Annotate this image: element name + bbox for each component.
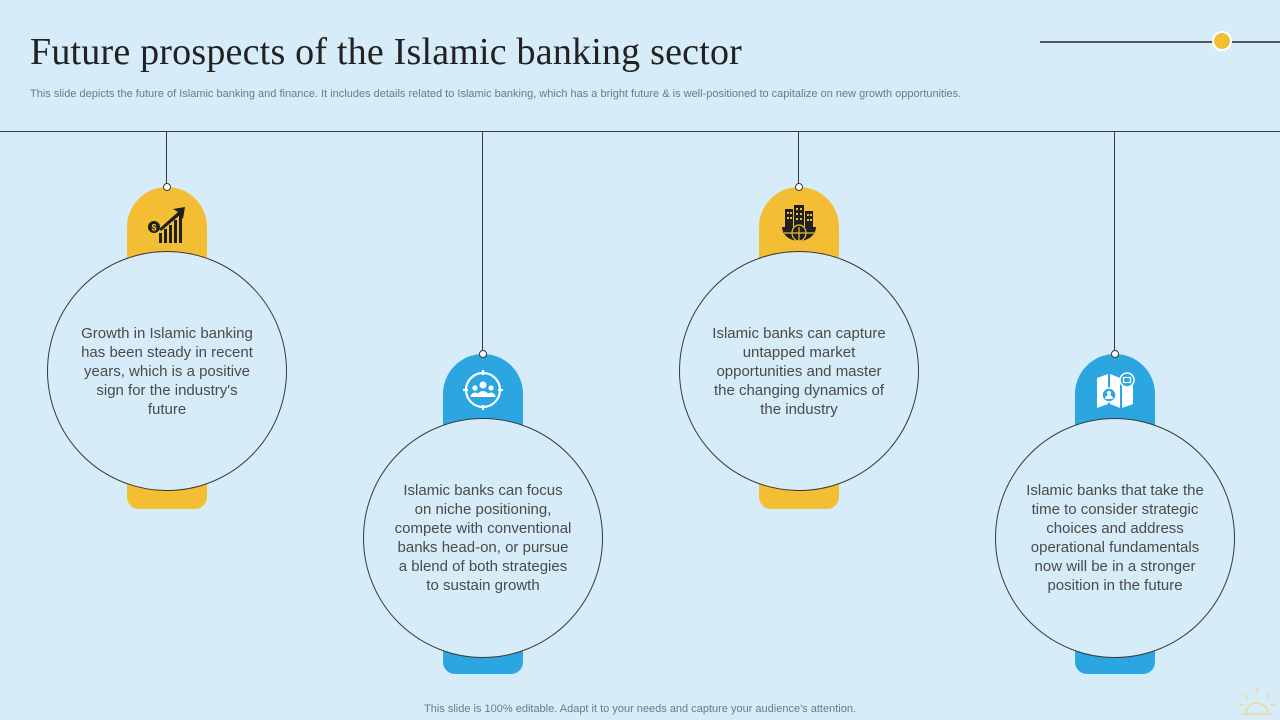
prospect-card-2: Islamic banks can focus on niche positio… <box>363 350 603 674</box>
prospect-circle: Growth in Islamic banking has been stead… <box>47 251 287 491</box>
global-buildings-icon <box>782 205 816 242</box>
prospect-text: Growth in Islamic banking has been stead… <box>81 324 253 418</box>
prospect-text: Islamic banks that take the time to cons… <box>1026 482 1204 594</box>
prospect-text: Islamic banks can capture untapped marke… <box>712 324 886 418</box>
connector-line <box>1114 131 1115 354</box>
lamp-icon <box>1238 688 1276 715</box>
prospect-text: Islamic banks can focus on niche positio… <box>394 482 572 594</box>
connector-line <box>482 131 483 354</box>
page-title: Future prospects of the Islamic banking … <box>30 31 743 73</box>
prospect-circle: Islamic banks can capture untapped marke… <box>679 251 919 491</box>
svg-text:$: $ <box>151 223 156 233</box>
map-user-icon <box>1097 372 1135 408</box>
prospect-card-3: Islamic banks can capture untapped marke… <box>679 183 919 509</box>
connector-line <box>166 131 167 187</box>
decorative-dot <box>1212 31 1232 51</box>
page-subtitle: This slide depicts the future of Islamic… <box>30 88 962 100</box>
prospect-circle: Islamic banks that take the time to cons… <box>995 418 1235 658</box>
prospect-card-1: $ Growth in Islamic banking has been ste… <box>47 183 287 509</box>
footer-note: This slide is 100% editable. Adapt it to… <box>424 703 856 715</box>
connector-dot <box>163 183 171 191</box>
dollar-growth-chart-icon: $ <box>148 207 185 243</box>
timeline-line <box>0 131 1280 132</box>
prospect-circle: Islamic banks can focus on niche positio… <box>363 418 603 658</box>
connector-dot <box>795 183 803 191</box>
connector-dot <box>479 350 487 358</box>
target-group-icon <box>463 370 503 410</box>
connector-line <box>798 131 799 187</box>
decorative-line <box>1040 41 1280 43</box>
connector-dot <box>1111 350 1119 358</box>
prospect-card-4: Islamic banks that take the time to cons… <box>995 350 1235 674</box>
